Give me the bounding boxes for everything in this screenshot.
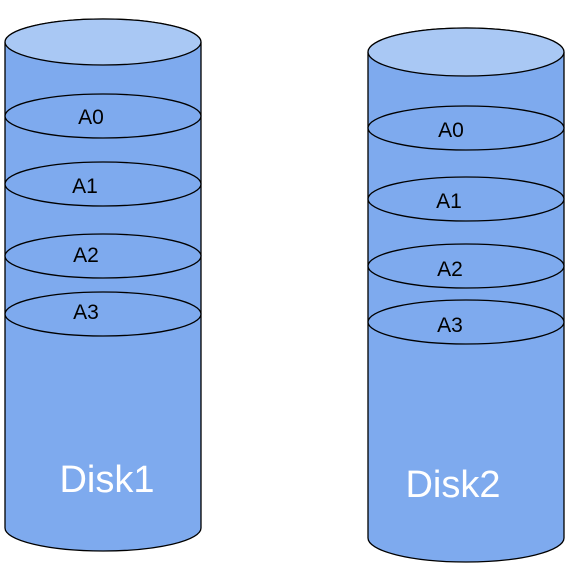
disk-1-block-a0-band (4, 93, 202, 139)
disk-2-block-a3-band (367, 299, 565, 345)
disk-2-block-a3-label: A3 (437, 314, 463, 337)
disk-2: A0 A1 A2 A3 Disk2 (367, 27, 565, 563)
disk-1-block-a3-band (4, 291, 202, 337)
disk-1-block-a1-band (4, 161, 202, 207)
disk-1-block-a2-band (4, 233, 202, 279)
disk-2-top (367, 27, 565, 77)
disk-1-block-a2-label: A2 (73, 244, 99, 267)
disk-2-block-a2-label: A2 (437, 258, 463, 281)
disk-1-block-a0-label: A0 (78, 106, 104, 129)
disk-2-block-a0-label: A0 (438, 119, 464, 142)
disk-1-block-a1-label: A1 (72, 175, 98, 198)
disk-2-block-a1-label: A1 (436, 190, 462, 213)
disk-2-block-a2-band (367, 243, 565, 289)
disk-2-block-a1-band (367, 176, 565, 222)
disk-1-block-a3-label: A3 (73, 301, 99, 324)
disk-2-label: Disk2 (405, 464, 500, 506)
disk-2-block-a0-band (367, 105, 565, 151)
disk-1-top (4, 18, 202, 66)
disk-1: A0 A1 A2 A3 Disk1 (4, 18, 202, 552)
disk-1-label: Disk1 (59, 459, 154, 501)
